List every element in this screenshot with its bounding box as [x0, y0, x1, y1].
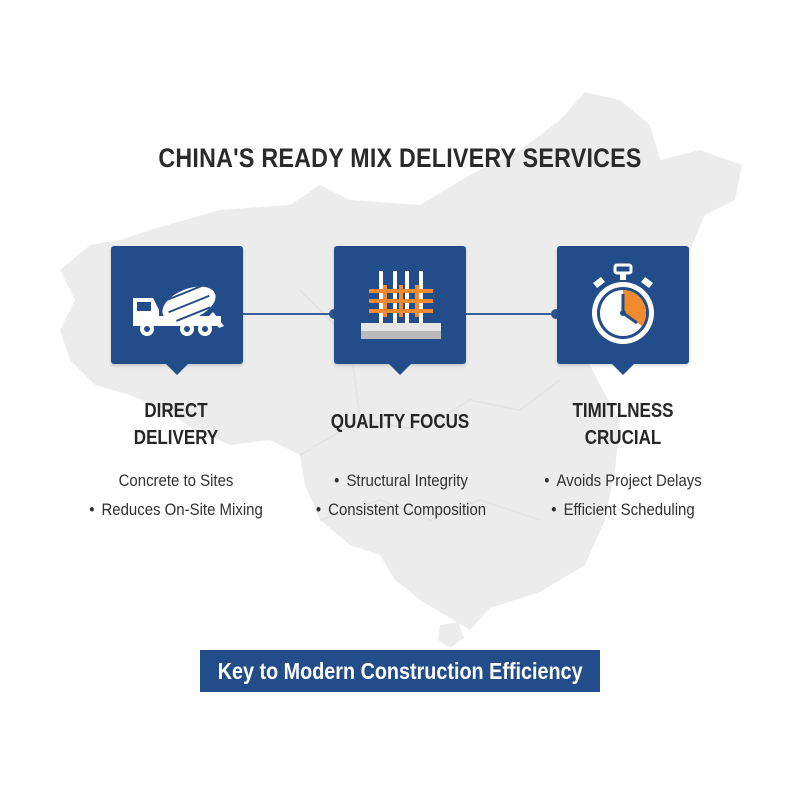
connector-line — [465, 309, 561, 319]
heading-line: DIRECT — [144, 400, 208, 422]
page-title: CHINA'S READY MIX DELIVERY SERVICES — [158, 143, 642, 173]
heading-line: DELIVERY — [133, 427, 219, 449]
list-item: Efficient Scheduling — [531, 495, 716, 524]
stopwatch-icon — [592, 263, 654, 344]
list-item: Concrete to Sites — [118, 471, 234, 490]
list-item: Avoids Project Delays — [531, 466, 716, 495]
quality-focus-heading: QUALITY FOCUS — [315, 409, 485, 436]
banner-text: Key to Modern Construction Efficiency — [217, 657, 583, 684]
quality-focus-tile — [334, 246, 466, 375]
list-item: Consistent Composition — [309, 495, 494, 524]
quality-focus-list: Structural Integrity Consistent Composit… — [309, 466, 494, 524]
connector-line — [243, 309, 339, 319]
timeliness-list: Avoids Project Delays Efficient Scheduli… — [531, 466, 716, 524]
connector-dot — [551, 309, 561, 319]
direct-delivery-list: Concrete to Sites Reduces On-Site Mixing — [88, 466, 264, 524]
heading-line: CRUCIAL — [584, 427, 662, 449]
rebar-foundation-icon — [361, 271, 441, 339]
list-item: Reduces On-Site Mixing — [88, 495, 264, 524]
heading-line: QUALITY FOCUS — [330, 411, 470, 433]
summary-banner: Key to Modern Construction Efficiency — [200, 650, 600, 692]
direct-delivery-heading: DIRECT DELIVERY — [100, 398, 253, 452]
heading-line: TIMITLNESS — [572, 400, 674, 422]
timeliness-heading: TIMITLNESS CRUCIAL — [547, 398, 700, 452]
timeliness-tile — [557, 246, 689, 375]
concrete-mixer-truck-icon — [133, 284, 224, 336]
list-item: Structural Integrity — [309, 466, 494, 495]
direct-delivery-tile — [111, 246, 243, 375]
